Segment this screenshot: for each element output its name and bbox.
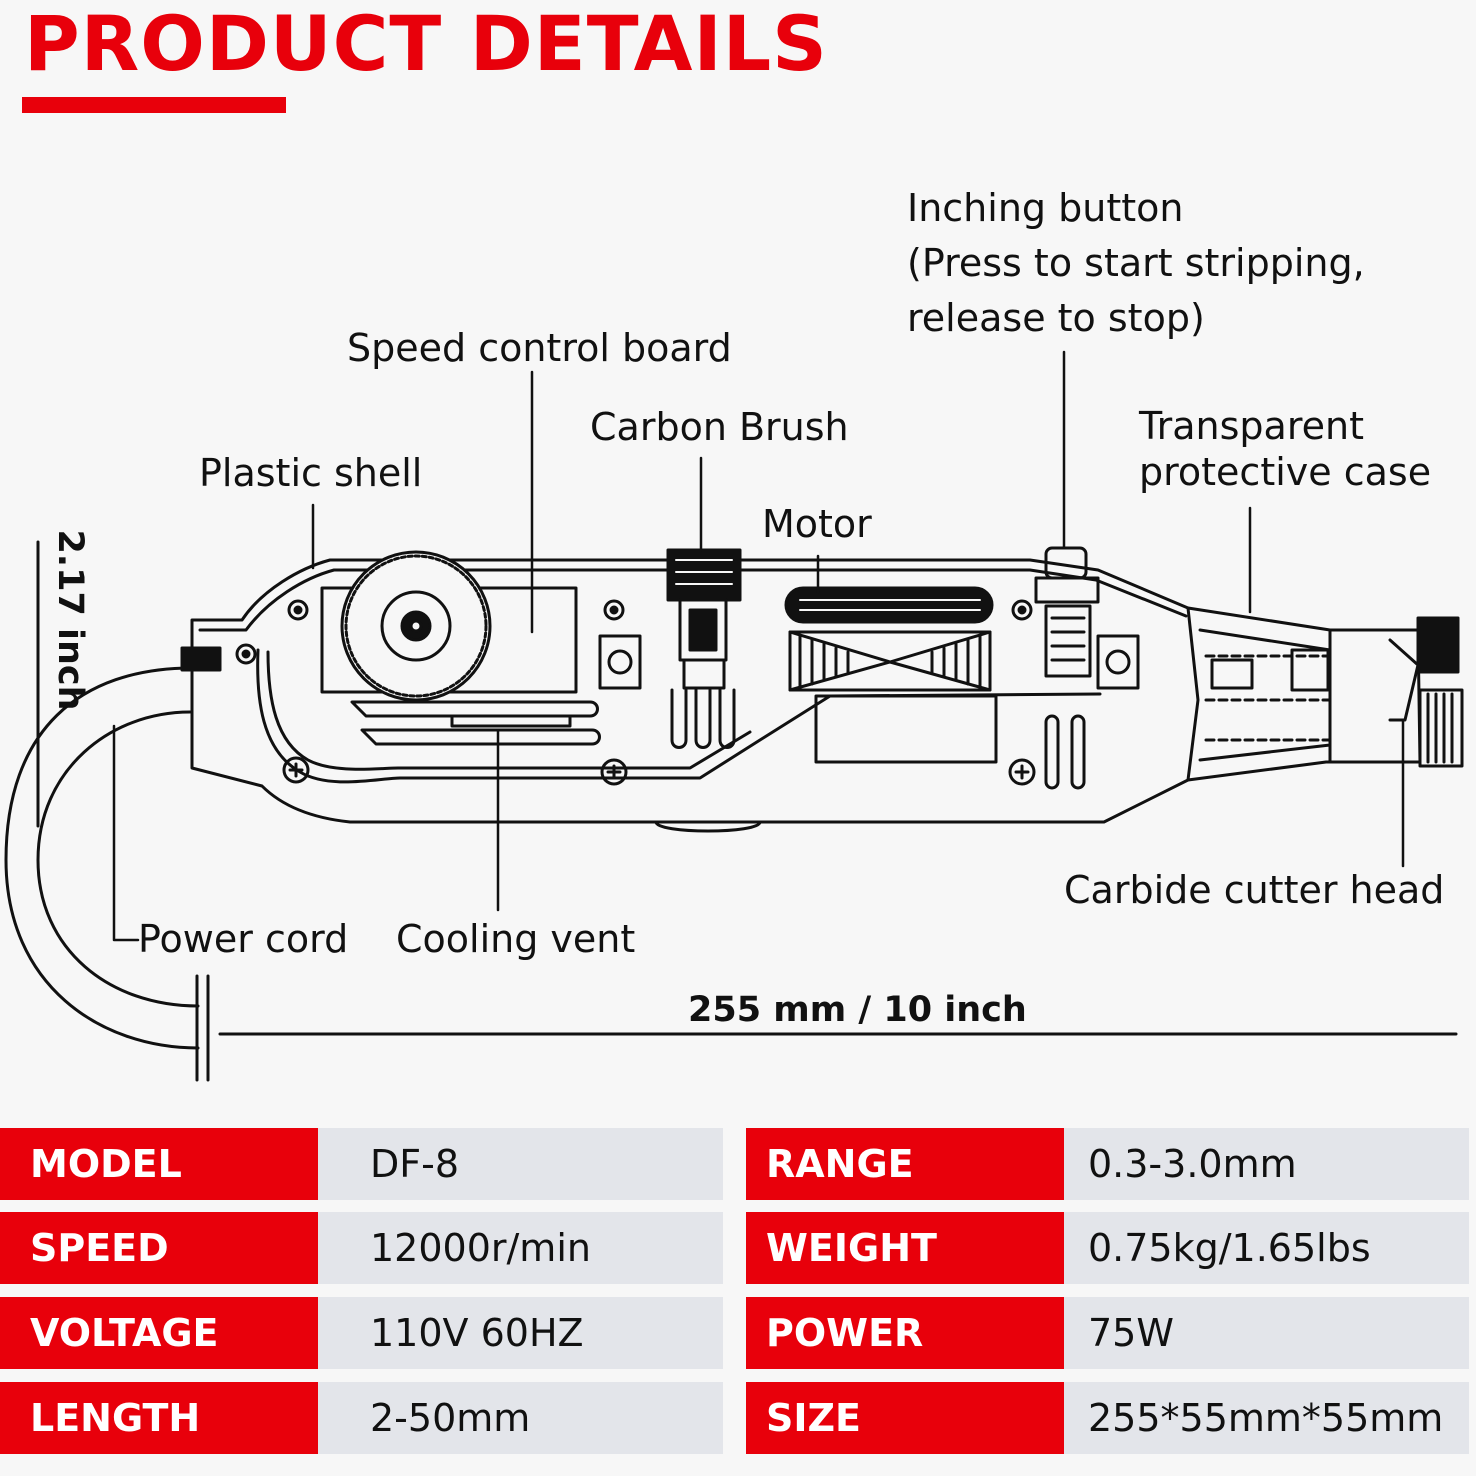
carbon-brush-drawing — [666, 548, 742, 749]
label-inching-button-line1: Inching button — [907, 186, 1184, 230]
label-transparent-case-line2: protective case — [1139, 449, 1432, 494]
leader-lines — [112, 350, 1405, 942]
length-break-marks — [195, 974, 210, 1082]
page-title: PRODUCT DETAILS — [24, 0, 828, 88]
spec-value: 0.75kg/1.65lbs — [1064, 1212, 1469, 1284]
bottom-foot-drawing — [654, 820, 762, 833]
cooling-vent-drawing — [350, 700, 601, 746]
bearing-drawings — [598, 634, 1140, 690]
tool-diagram — [4, 350, 1464, 1082]
spec-key: RANGE — [746, 1128, 1064, 1200]
label-plastic-shell: Plastic shell — [199, 451, 423, 495]
spec-value: 255*55mm*55mm — [1064, 1382, 1469, 1454]
spec-key: POWER — [746, 1297, 1064, 1369]
spec-value: 75W — [1064, 1297, 1469, 1369]
label-transparent-case-line1: Transparent — [1139, 404, 1364, 448]
label-inching-button-line2: (Press to start stripping, — [907, 241, 1365, 286]
spec-key: SIZE — [746, 1382, 1064, 1454]
tool-body — [190, 558, 1464, 824]
speed-control-board-drawing — [320, 550, 578, 702]
label-cooling-vent: Cooling vent — [396, 917, 636, 961]
spec-key: LENGTH — [0, 1382, 318, 1454]
spec-key: VOLTAGE — [0, 1297, 318, 1369]
inching-button-drawing — [1034, 546, 1100, 678]
spec-row: VOLTAGE 110V 60HZ POWER 75W — [0, 1297, 1476, 1369]
label-inching-button: Inching button (Press to start stripping… — [907, 181, 1365, 346]
title-underline — [22, 97, 286, 113]
spec-value: 2-50mm — [318, 1382, 723, 1454]
label-carbide-cutter-head: Carbide cutter head — [1064, 868, 1445, 912]
label-carbon-brush: Carbon Brush — [590, 405, 849, 449]
label-inching-button-line3: release to stop) — [907, 296, 1205, 341]
height-dimension-label: 2.17 inch — [50, 529, 90, 711]
label-transparent-case: Transparent protective case — [1139, 404, 1431, 495]
spec-value: DF-8 — [318, 1128, 723, 1200]
spec-row: SPEED 12000r/min WEIGHT 0.75kg/1.65lbs — [0, 1212, 1476, 1284]
spec-key: SPEED — [0, 1212, 318, 1284]
motor-drawing — [784, 586, 998, 764]
spec-row: MODEL DF-8 RANGE 0.3-3.0mm — [0, 1128, 1476, 1200]
spec-value: 0.3-3.0mm — [1064, 1128, 1469, 1200]
spec-key: WEIGHT — [746, 1212, 1064, 1284]
spec-key: MODEL — [0, 1128, 318, 1200]
label-motor: Motor — [762, 502, 872, 546]
spec-value: 12000r/min — [318, 1212, 723, 1284]
screw-drawings — [235, 599, 1036, 786]
label-power-cord: Power cord — [138, 917, 349, 961]
length-dimension-label: 255 mm / 10 inch — [688, 990, 1027, 1030]
label-speed-control-board: Speed control board — [347, 326, 732, 370]
spec-row: LENGTH 2-50mm SIZE 255*55mm*55mm — [0, 1382, 1476, 1454]
grip-slot-drawings — [1044, 714, 1086, 790]
spec-value: 110V 60HZ — [318, 1297, 723, 1369]
